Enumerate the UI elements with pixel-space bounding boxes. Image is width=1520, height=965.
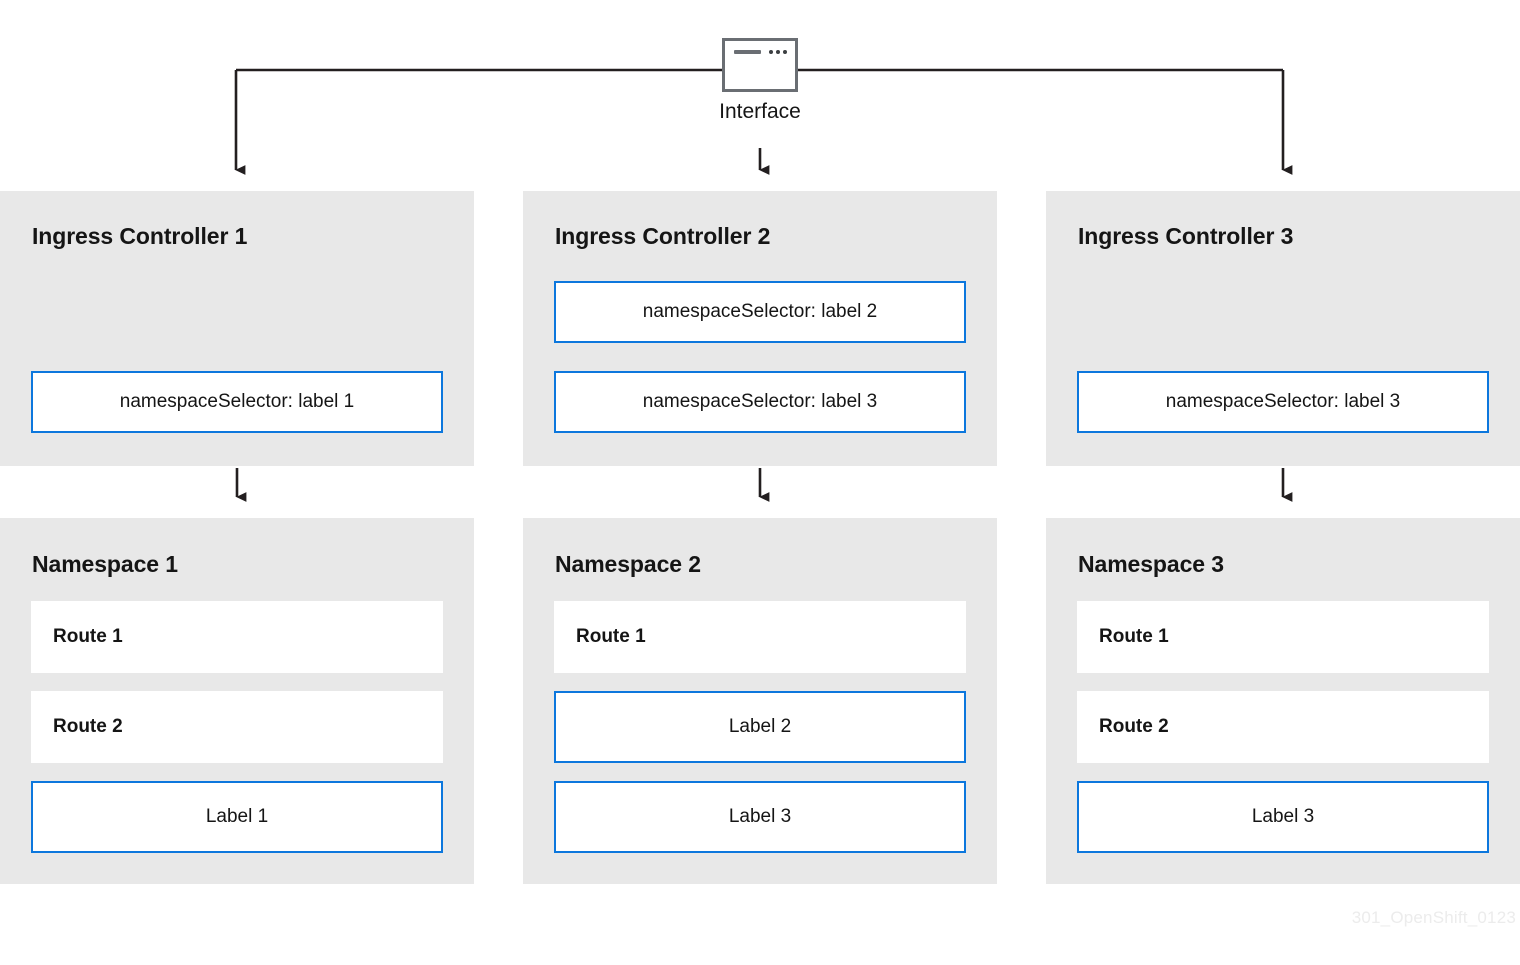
namespace-selector-label: namespaceSelector: label 3 bbox=[642, 391, 878, 412]
ingress-controller-3-panel: Ingress Controller 3 namespaceSelector: … bbox=[1046, 191, 1520, 466]
label-box: Label 3 bbox=[554, 781, 966, 853]
interface-node: Interface bbox=[719, 38, 801, 123]
ingress-controller-1-panel: Ingress Controller 1 namespaceSelector: … bbox=[0, 191, 474, 466]
namespace-3-panel: Namespace 3 Route 1 Route 2 Label 3 bbox=[1046, 518, 1520, 884]
namespace-selector-box: namespaceSelector: label 1 bbox=[31, 371, 443, 433]
route-label: Route 1 bbox=[53, 626, 123, 647]
namespace-1-panel: Namespace 1 Route 1 Route 2 Label 1 bbox=[0, 518, 474, 884]
namespace-3-title: Namespace 3 bbox=[1078, 551, 1224, 577]
namespace-2-title: Namespace 2 bbox=[555, 551, 701, 577]
watermark: 301_OpenShift_0123 bbox=[1351, 908, 1516, 927]
ingress-controller-3-title: Ingress Controller 3 bbox=[1078, 223, 1294, 249]
ingress-controller-2-panel: Ingress Controller 2 namespaceSelector: … bbox=[523, 191, 997, 466]
interface-label: Interface bbox=[719, 100, 801, 123]
ingress-controller-1-title: Ingress Controller 1 bbox=[32, 223, 248, 249]
window-menu-dots-icon bbox=[769, 50, 787, 54]
label-box: Label 2 bbox=[554, 691, 966, 763]
route-label: Route 1 bbox=[1099, 626, 1169, 647]
namespace-selector-box: namespaceSelector: label 3 bbox=[1077, 371, 1489, 433]
route-box: Route 1 bbox=[31, 601, 443, 673]
route-label: Route 2 bbox=[53, 716, 123, 737]
namespace-selector-label: namespaceSelector: label 3 bbox=[1165, 391, 1401, 412]
namespace-selector-label: namespaceSelector: label 2 bbox=[642, 301, 878, 322]
route-label: Route 1 bbox=[576, 626, 646, 647]
route-box: Route 1 bbox=[1077, 601, 1489, 673]
label-box: Label 1 bbox=[31, 781, 443, 853]
route-label: Route 2 bbox=[1099, 716, 1169, 737]
label-text: Label 3 bbox=[728, 806, 792, 827]
label-text: Label 1 bbox=[205, 806, 269, 827]
window-titlebar-line bbox=[734, 50, 761, 54]
ingress-controller-2-title: Ingress Controller 2 bbox=[555, 223, 771, 249]
namespace-selector-label: namespaceSelector: label 1 bbox=[119, 391, 355, 412]
label-text: Label 3 bbox=[1251, 806, 1315, 827]
route-box: Route 2 bbox=[1077, 691, 1489, 763]
label-text: Label 2 bbox=[728, 716, 792, 737]
route-box: Route 2 bbox=[31, 691, 443, 763]
namespace-selector-box: namespaceSelector: label 2 bbox=[554, 281, 966, 343]
window-icon bbox=[722, 38, 798, 92]
namespace-2-panel: Namespace 2 Route 1 Label 2 Label 3 bbox=[523, 518, 997, 884]
label-box: Label 3 bbox=[1077, 781, 1489, 853]
namespace-selector-box: namespaceSelector: label 3 bbox=[554, 371, 966, 433]
namespace-1-title: Namespace 1 bbox=[32, 551, 178, 577]
route-box: Route 1 bbox=[554, 601, 966, 673]
